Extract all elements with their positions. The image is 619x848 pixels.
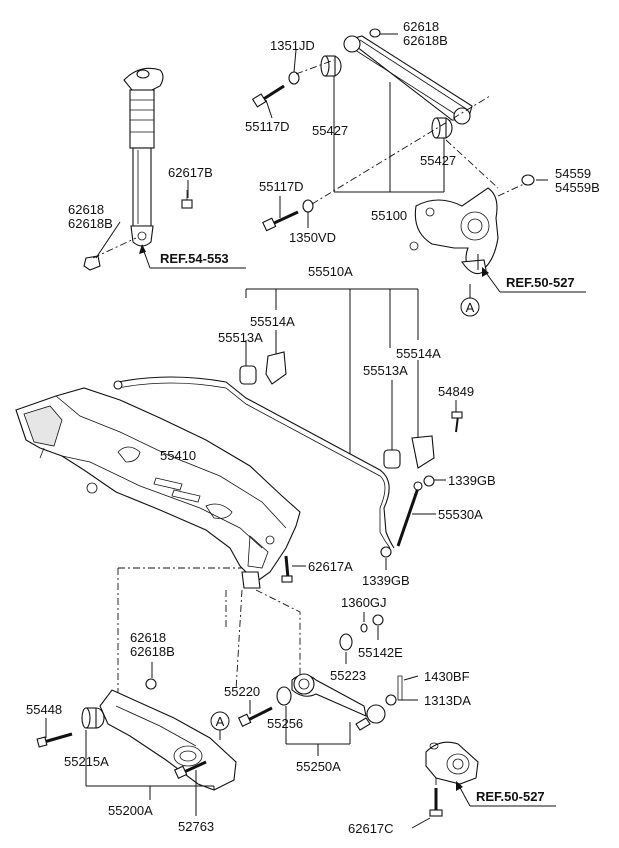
- label-62617C: 62617C: [348, 821, 394, 836]
- label-55514A-right: 55514A: [396, 346, 441, 361]
- label-ref-54-553: REF.54-553: [160, 251, 229, 266]
- stabilizer-bar: [113, 376, 395, 549]
- ref-arrow-54-553: [139, 244, 246, 269]
- nut-62618-bottom: [145, 678, 157, 690]
- upper-control-arm: [343, 35, 473, 125]
- part-labels: 62618 62618B 1351JD 55117D 55427 55427 6…: [26, 19, 600, 836]
- shock-absorber: [123, 67, 164, 247]
- label-55100: 55100: [371, 208, 407, 223]
- label-55427-left: 55427: [312, 123, 348, 138]
- bolt-62617A: [281, 555, 293, 583]
- label-54559: 54559: [555, 166, 591, 181]
- bolt-55117D-mid: [262, 210, 299, 232]
- label-1351JD: 1351JD: [270, 38, 315, 53]
- leader-lines: [45, 33, 548, 829]
- lower-control-arm: [99, 689, 237, 791]
- label-55117D-top: 55117D: [245, 119, 290, 134]
- label-55250A: 55250A: [296, 759, 341, 774]
- label-62618-bottom: 62618: [130, 630, 166, 645]
- bracket-55514A-right: [411, 435, 435, 469]
- reference-labels: REF.54-553 REF.50-527 REF.50-527: [160, 251, 575, 804]
- toe-link-55250A: [291, 673, 367, 717]
- label-62618-top: 62618: [403, 19, 439, 34]
- ref-arrow-50-527-top: [482, 267, 586, 293]
- label-1360GJ: 1360GJ: [341, 595, 387, 610]
- bracket-55514A-left: [265, 351, 287, 385]
- label-54559B: 54559B: [555, 180, 600, 195]
- bolt-55220: [237, 706, 273, 727]
- marker-a-top: A: [460, 297, 480, 317]
- label-62618B-left: 62618B: [68, 216, 113, 231]
- washer-62618-top: [369, 28, 381, 38]
- bushing-55256: [276, 686, 292, 706]
- label-55427-right: 55427: [420, 153, 456, 168]
- label-55513A-right: 55513A: [363, 363, 408, 378]
- label-ref-50-527-bottom: REF.50-527: [476, 789, 545, 804]
- marker-a-top-label: A: [466, 300, 475, 315]
- bushing-55513A-right: [383, 449, 401, 469]
- nut-62618-left: [83, 255, 101, 271]
- label-55117D-mid: 55117D: [259, 179, 304, 194]
- cotter-pin-1430BF: [397, 675, 403, 701]
- bushing-55427-right: [431, 117, 453, 139]
- ball-joint: [355, 704, 386, 731]
- bolt-55448: [36, 732, 73, 748]
- knuckle: [409, 187, 499, 275]
- bushing-55215A: [81, 707, 105, 729]
- label-52763: 52763: [178, 819, 214, 834]
- link-55530A: [396, 481, 423, 547]
- label-55513A-left: 55513A: [218, 330, 263, 345]
- bolt-62617B: [181, 190, 193, 209]
- label-55514A-left: 55514A: [250, 314, 295, 329]
- label-1313DA: 1313DA: [424, 693, 471, 708]
- nut-54559: [521, 174, 535, 186]
- label-62617A: 62617A: [308, 559, 353, 574]
- nut-1350VD: [302, 199, 314, 213]
- label-62618B-top: 62618B: [403, 33, 448, 48]
- label-55223: 55223: [330, 668, 366, 683]
- bolt-55117D-top: [251, 84, 285, 108]
- label-55530A: 55530A: [438, 507, 483, 522]
- bolt-54849: [451, 411, 463, 433]
- label-55256: 55256: [267, 716, 303, 731]
- label-62618-left: 62618: [68, 202, 104, 217]
- label-55410: 55410: [160, 448, 196, 463]
- bolt-52763: [173, 760, 207, 779]
- nut-1339GB-bottom: [380, 546, 392, 558]
- nut-55142E: [372, 614, 384, 626]
- bushing-55427-left: [320, 55, 342, 77]
- label-62618B-bottom: 62618B: [130, 644, 175, 659]
- nut-1313DA: [385, 694, 397, 706]
- ref-arrow-50-527-bottom: [456, 781, 556, 807]
- washer-1360GJ: [360, 623, 368, 633]
- bolt-62617C: [429, 788, 443, 817]
- label-62617B: 62617B: [168, 165, 213, 180]
- bushing-55513A-left: [239, 365, 257, 385]
- marker-a-bottom-label: A: [216, 714, 225, 729]
- label-1430BF: 1430BF: [424, 669, 470, 684]
- subframe-crossmember: [15, 387, 301, 589]
- nut-1339GB-top: [423, 475, 435, 487]
- label-55142E: 55142E: [358, 645, 403, 660]
- label-55200A: 55200A: [108, 803, 153, 818]
- label-1339GB-bottom: 1339GB: [362, 573, 410, 588]
- label-54849: 54849: [438, 384, 474, 399]
- label-55510A: 55510A: [308, 264, 353, 279]
- label-55215A: 55215A: [64, 754, 109, 769]
- marker-a-bottom: A: [210, 711, 230, 731]
- label-1339GB-top: 1339GB: [448, 473, 496, 488]
- label-55448: 55448: [26, 702, 62, 717]
- label-ref-50-527-top: REF.50-527: [506, 275, 575, 290]
- bracket-ref-50-527: [425, 741, 479, 785]
- label-1350VD: 1350VD: [289, 230, 336, 245]
- dust-cap-55223: [339, 633, 353, 651]
- label-55220: 55220: [224, 684, 260, 699]
